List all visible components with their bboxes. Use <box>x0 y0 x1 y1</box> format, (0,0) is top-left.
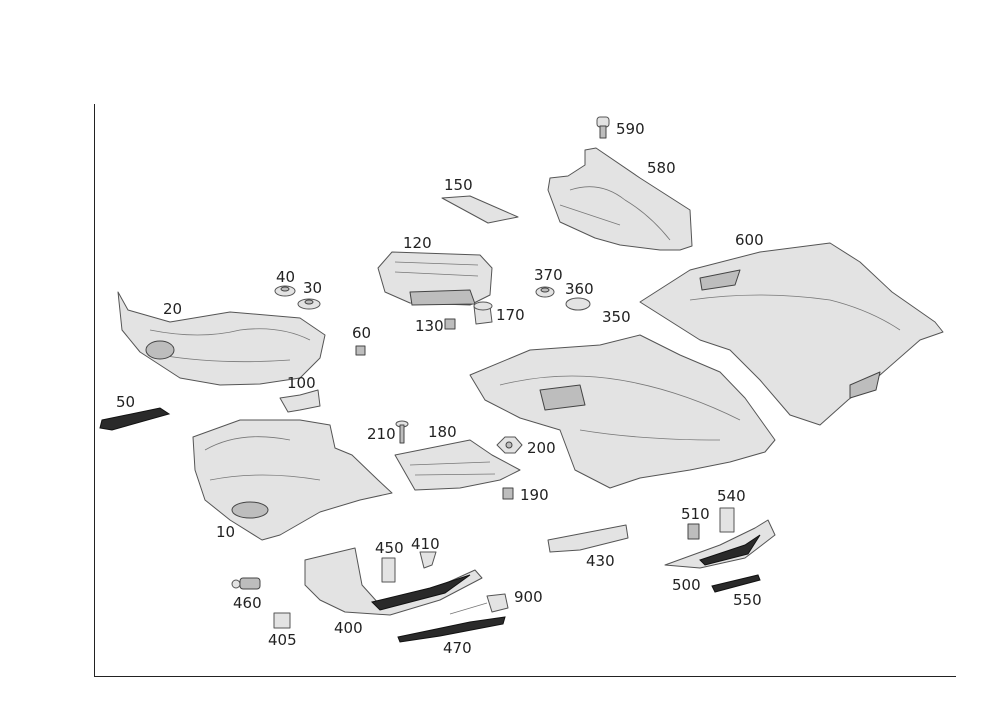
part-430-trim <box>547 524 629 553</box>
part-130-clip <box>444 318 456 330</box>
callout-510: 510 <box>681 505 710 523</box>
part-60-clip <box>355 345 366 356</box>
callout-10: 10 <box>216 523 235 541</box>
part-100-bracket <box>279 389 321 413</box>
callout-410: 410 <box>411 535 440 553</box>
part-370-grommet <box>535 286 555 298</box>
callout-540: 540 <box>717 487 746 505</box>
callout-590: 590 <box>616 120 645 138</box>
callout-900: 900 <box>514 588 543 606</box>
part-405-clip <box>273 612 291 629</box>
part-540-bracket <box>719 507 735 533</box>
callout-430: 430 <box>586 552 615 570</box>
part-350-rear-floor <box>469 334 776 489</box>
part-210-screw <box>395 420 409 444</box>
part-900-label <box>449 593 509 615</box>
part-450-bracket <box>381 557 396 583</box>
part-30-grommet <box>297 298 321 310</box>
part-360-grommet <box>565 297 591 311</box>
callout-400: 400 <box>334 619 363 637</box>
part-510-clip <box>687 523 700 540</box>
part-20-front-mat <box>117 291 326 386</box>
callout-370: 370 <box>534 266 563 284</box>
callout-40: 40 <box>276 268 295 286</box>
part-50-grille <box>99 407 171 431</box>
part-170-nut <box>473 301 493 325</box>
callout-60: 60 <box>352 324 371 342</box>
callout-600: 600 <box>735 231 764 249</box>
callout-20: 20 <box>163 300 182 318</box>
callout-150: 150 <box>444 176 473 194</box>
callout-460: 460 <box>233 594 262 612</box>
callout-120: 120 <box>403 234 432 252</box>
callout-200: 200 <box>527 439 556 457</box>
callout-360: 360 <box>565 280 594 298</box>
part-10-front-floor <box>192 419 393 541</box>
callout-170: 170 <box>496 306 525 324</box>
callout-580: 580 <box>647 159 676 177</box>
part-190-clip <box>502 487 514 500</box>
part-400-sill-trim <box>304 547 483 616</box>
callout-450: 450 <box>375 539 404 557</box>
callout-550: 550 <box>733 591 762 609</box>
part-460-fitting <box>231 577 261 590</box>
callout-350: 350 <box>602 308 631 326</box>
callout-470: 470 <box>443 639 472 657</box>
callout-30: 30 <box>303 279 322 297</box>
part-200-nut <box>496 436 523 454</box>
part-40-grommet <box>274 285 296 297</box>
callout-500: 500 <box>672 576 701 594</box>
frame-bottom-border <box>94 676 956 677</box>
part-580-tunnel-cover <box>547 147 693 251</box>
part-470-sill-plate <box>397 616 506 643</box>
callout-405: 405 <box>268 631 297 649</box>
part-120-box <box>377 251 493 306</box>
callout-100: 100 <box>287 374 316 392</box>
callout-130: 130 <box>415 317 444 335</box>
callout-180: 180 <box>428 423 457 441</box>
part-410-clip <box>419 551 437 569</box>
callout-210: 210 <box>367 425 396 443</box>
part-590-clip <box>596 116 610 139</box>
part-500-sill <box>664 519 776 569</box>
part-550-strip <box>711 574 761 593</box>
part-150-mat <box>441 195 519 224</box>
callout-50: 50 <box>116 393 135 411</box>
part-600-rear-mat <box>639 242 944 426</box>
callout-190: 190 <box>520 486 549 504</box>
part-180-tunnel-mat <box>394 439 521 491</box>
frame-left-border <box>94 104 95 677</box>
